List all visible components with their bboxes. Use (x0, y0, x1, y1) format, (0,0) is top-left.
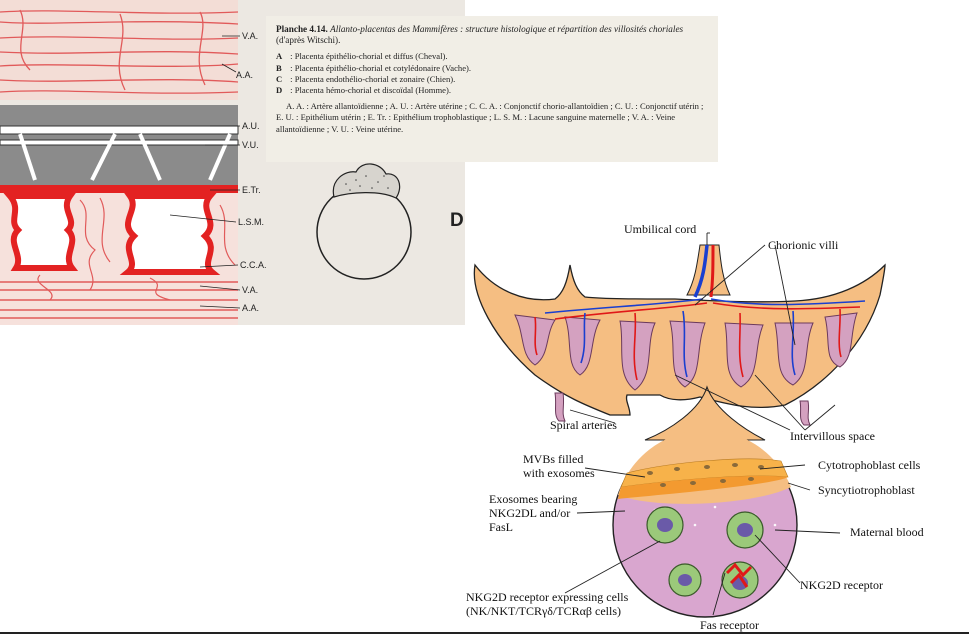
plate-item-d: D : Placenta hémo-chorial et discoïdal (… (276, 85, 451, 96)
plate-caption: Planche 4.14. Allanto-placentas des Mamm… (266, 16, 718, 162)
disc-placenta-outline (316, 184, 412, 280)
label-maternal-blood: Maternal blood (850, 525, 924, 539)
disc-placenta-cap (332, 163, 401, 199)
plate-title: Planche 4.14. (276, 24, 328, 34)
umbilical-cord-shape (686, 244, 731, 296)
panel-letter-d: D (450, 210, 464, 231)
label-mvbs-line1: MVBs filled (523, 452, 584, 466)
label-chorionic-villi: Chorionic villi (768, 238, 839, 252)
label-lsm: L.S.M. (238, 217, 265, 227)
label-cytotrophoblast: Cytotrophoblast cells (818, 458, 921, 472)
label-exosomes-line1: Exosomes bearing (489, 492, 578, 506)
label-au: A.U. (242, 121, 260, 131)
label-spiral-arteries: Spiral arteries (550, 418, 617, 432)
label-aa-bottom: A.A. (242, 303, 260, 313)
nk-cells (646, 506, 764, 599)
label-intervillous-space: Intervillous space (790, 429, 875, 443)
plate-item-b: B : Placenta épithélio-chorial et cotylé… (276, 62, 472, 73)
label-mvbs-line2: with exosomes (523, 466, 595, 480)
plate-item-c: C : Placenta endothélio-chorial et zonai… (276, 73, 456, 84)
label-nkg2d-cells-line2: (NK/NKT/TCRγδ/TCRαβ cells) (466, 604, 622, 618)
label-exosomes-line3: FasL (489, 520, 513, 534)
plate-abbreviations: A. A. : Artère allantoïdienne ; A. U. : … (276, 101, 704, 134)
plate-heading: Planche 4.14. Allanto-placentas des Mamm… (276, 24, 710, 46)
label-fas-receptor: Fas receptor (700, 618, 759, 632)
plate-source: (d'après Witschi). (276, 35, 341, 46)
placenta-diagram (473, 232, 886, 618)
plate-title-italic: Allanto-placentas des Mammifères : struc… (330, 24, 684, 34)
bottom-rule (0, 632, 969, 634)
label-nkg2d-receptor: NKG2D receptor (800, 578, 883, 592)
label-va-top: V.A. (242, 31, 259, 41)
label-exosomes-line2: NKG2DL and/or (489, 506, 571, 520)
label-va-bottom: V.A. (242, 285, 259, 295)
plate-item-list: A : Placenta épithélio-chorial et diffus… (276, 51, 710, 96)
label-umbilical-cord: Umbilical cord (624, 222, 697, 236)
label-cca: C.C.A. (240, 260, 267, 270)
placenta-section-drawing (0, 0, 412, 325)
label-etr: E.Tr. (242, 185, 261, 195)
label-syncytiotrophoblast: Syncytiotrophoblast (818, 483, 915, 497)
label-vu: V.U. (242, 140, 259, 150)
label-nkg2d-cells-line1: NKG2D receptor expressing cells (466, 590, 629, 604)
plate-item-a: A : Placenta épithélio-chorial et diffus… (276, 51, 448, 62)
label-aa-top: A.A. (236, 70, 254, 80)
